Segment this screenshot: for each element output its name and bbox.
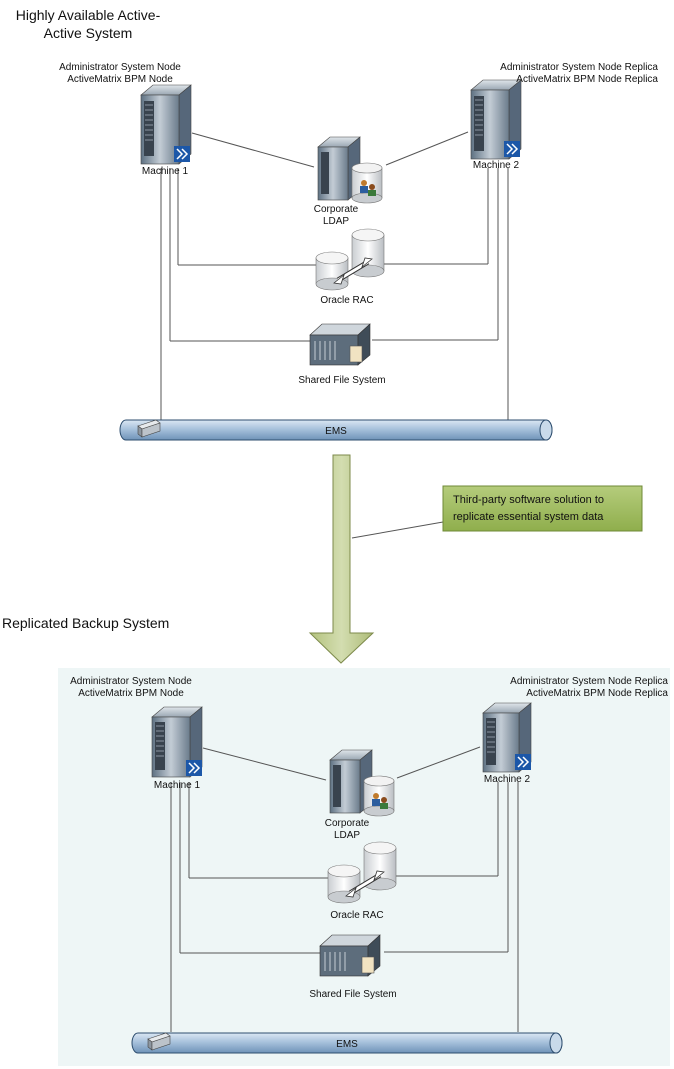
shared-file-system-icon bbox=[309, 323, 371, 366]
primary-title-line1: Highly Available Active- bbox=[15, 7, 161, 23]
shared-fs-label: Shared File System bbox=[298, 375, 385, 386]
primary-system: Administrator System Node ActiveMatrix B… bbox=[59, 62, 658, 441]
backup-ems-label: EMS bbox=[336, 1039, 358, 1050]
backup-ems-bus bbox=[131, 1032, 563, 1054]
backup-labels: Administrator System Node ActiveMatrix B… bbox=[70, 676, 668, 1050]
backup-machine-2-server-icon bbox=[482, 702, 532, 773]
backup-system: Administrator System Node ActiveMatrix B… bbox=[70, 676, 668, 1054]
backup-system-title: Replicated Backup System bbox=[2, 615, 170, 631]
ems-bus bbox=[119, 419, 553, 441]
machine-2-label: Machine 2 bbox=[473, 160, 520, 171]
backup-oracle-rac-label: Oracle RAC bbox=[330, 910, 383, 921]
backup-node2-role-label-line1: Administrator System Node Replica bbox=[510, 676, 668, 687]
backup-shared-fs-label: Shared File System bbox=[309, 989, 396, 1000]
machine-2-server-icon bbox=[470, 79, 522, 160]
backup-ldap-server-icon bbox=[329, 749, 395, 817]
backup-machine-2-label: Machine 2 bbox=[484, 774, 531, 785]
ems-label: EMS bbox=[325, 426, 347, 437]
backup-ldap-label-line1: Corporate bbox=[325, 818, 370, 829]
network-switch-icon bbox=[137, 419, 161, 438]
oracle-rac-database-icon bbox=[315, 228, 385, 291]
backup-connections bbox=[170, 746, 519, 1032]
callout-line2: replicate essential system data bbox=[453, 511, 604, 523]
backup-node1-role-label-line1: Administrator System Node bbox=[70, 676, 192, 687]
primary-labels: Administrator System Node ActiveMatrix B… bbox=[59, 62, 658, 437]
backup-shared-file-system-icon bbox=[319, 934, 381, 977]
node2-role-label-line1: Administrator System Node Replica bbox=[500, 62, 658, 73]
backup-machine-1-label: Machine 1 bbox=[154, 780, 201, 791]
replication-arrow bbox=[308, 454, 375, 664]
primary-title-line2: Active System bbox=[43, 25, 133, 41]
ldap-server-icon bbox=[317, 136, 383, 204]
callout-leader-line bbox=[351, 521, 444, 539]
replication-callout: Third-party software solution to replica… bbox=[442, 485, 643, 532]
machine-1-label: Machine 1 bbox=[142, 166, 189, 177]
primary-system-title: Highly Available Active- Active System bbox=[8, 6, 168, 42]
oracle-rac-label: Oracle RAC bbox=[320, 295, 373, 306]
backup-node2-role-label-line2: ActiveMatrix BPM Node Replica bbox=[526, 688, 668, 699]
node1-role-label-line2: ActiveMatrix BPM Node bbox=[67, 74, 173, 85]
node2-role-label-line2: ActiveMatrix BPM Node Replica bbox=[516, 74, 658, 85]
machine-1-server-icon bbox=[140, 84, 192, 165]
ldap-label-line2: LDAP bbox=[323, 216, 349, 227]
backup-machine-1-server-icon bbox=[151, 706, 203, 778]
backup-ldap-label-line2: LDAP bbox=[334, 830, 360, 841]
primary-connections bbox=[160, 131, 509, 420]
backup-node1-role-label-line2: ActiveMatrix BPM Node bbox=[78, 688, 184, 699]
ldap-label-line1: Corporate bbox=[314, 204, 359, 215]
backup-network-switch-icon bbox=[147, 1032, 171, 1051]
callout-line1: Third-party software solution to bbox=[453, 494, 604, 506]
node1-role-label-line1: Administrator System Node bbox=[59, 62, 181, 73]
backup-oracle-rac-database-icon bbox=[327, 841, 397, 904]
